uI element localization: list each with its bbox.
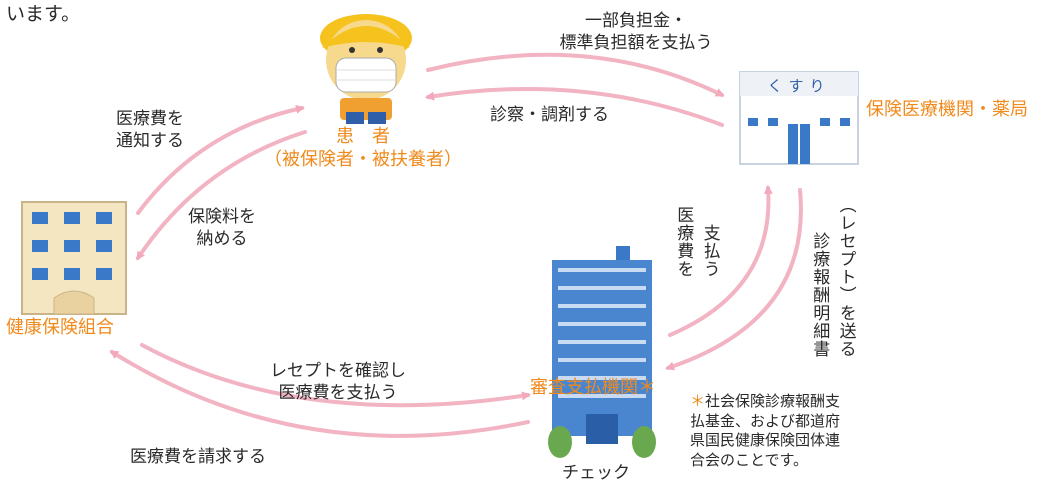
top-partial-text: います。 bbox=[6, 3, 81, 25]
pay-medical-label-col1: 医療費を bbox=[673, 206, 694, 278]
insurer-icon bbox=[21, 201, 127, 315]
arrow-confirm bbox=[140, 343, 531, 408]
medical-label: 保険医療機関・薬局 bbox=[866, 99, 1028, 120]
footnote-line1: 社会保険診療報酬支 bbox=[705, 392, 841, 410]
receipt-label-col2: （レセプト）を送る bbox=[835, 196, 856, 358]
premium-label: 保険料を 納める bbox=[172, 206, 272, 251]
premium-label-line2: 納める bbox=[196, 229, 248, 250]
review-building bbox=[546, 246, 658, 468]
footnote: ＊社会保険診療報酬支 払基金、および都道府 県国民健康保険団体連 合会のことです… bbox=[690, 392, 840, 470]
arrow-receipt bbox=[665, 188, 803, 371]
pharmacy-icon bbox=[739, 71, 859, 165]
arrow-treatment bbox=[425, 87, 724, 127]
footnote-line2: 払基金、および都道府 bbox=[690, 411, 841, 430]
arrow-request bbox=[109, 350, 530, 438]
pharmacy-sign: くすり bbox=[767, 77, 831, 95]
patient-label: 患 者 （被保険者・被扶養者） bbox=[248, 125, 478, 172]
review-label: 審査支払機関＊ bbox=[530, 377, 656, 398]
premium-label-line1: 保険料を bbox=[188, 207, 256, 227]
copay-label: 一部負担金・ 標準負担額を支払う bbox=[536, 10, 736, 55]
pay-medical-label-col2: 支払う bbox=[699, 224, 720, 278]
arrow-premium bbox=[136, 130, 307, 261]
arrow-notify bbox=[136, 104, 305, 215]
notify-label-line1: 医療費を bbox=[116, 109, 184, 129]
receipt-label: 診療報酬明細書 （レセプト）を送る bbox=[808, 196, 856, 366]
arrow-pay-medical bbox=[668, 185, 773, 337]
treatment-label: 診察・調剤する bbox=[490, 105, 609, 125]
insurer-building bbox=[18, 198, 130, 316]
footnote-mark: ＊ bbox=[690, 392, 706, 410]
patient-illustration bbox=[296, 8, 436, 126]
patient-label-line1: 患 者 bbox=[336, 126, 390, 147]
notify-label: 医療費を 通知する bbox=[100, 108, 200, 153]
copay-label-line2: 標準負担額を支払う bbox=[559, 33, 713, 54]
footnote-line4: 合会のことです。 bbox=[690, 450, 809, 469]
check-label: チェック bbox=[562, 463, 630, 483]
patient-icon bbox=[320, 14, 412, 124]
patient-label-line2: （被保険者・被扶養者） bbox=[264, 149, 462, 171]
review-icon bbox=[548, 246, 656, 458]
pay-medical-label: 医療費を 支払う bbox=[672, 206, 720, 316]
footnote-line3: 県国民健康保険団体連 bbox=[690, 431, 841, 449]
arrow-copay bbox=[426, 52, 725, 97]
receipt-label-col1: 診療報酬明細書 bbox=[809, 232, 830, 358]
confirm-label-line2: 医療費を支払う bbox=[278, 383, 398, 404]
confirm-label: レセプトを確認し 医療費を支払う bbox=[228, 360, 448, 405]
request-label: 医療費を請求する bbox=[130, 447, 266, 467]
confirm-label-line1: レセプトを確認し bbox=[270, 361, 406, 381]
pharmacy-building: くすり bbox=[738, 70, 860, 166]
insurer-label: 健康保険組合 bbox=[6, 317, 114, 338]
copay-label-line1: 一部負担金・ bbox=[585, 11, 687, 31]
notify-label-line2: 通知する bbox=[116, 131, 184, 152]
